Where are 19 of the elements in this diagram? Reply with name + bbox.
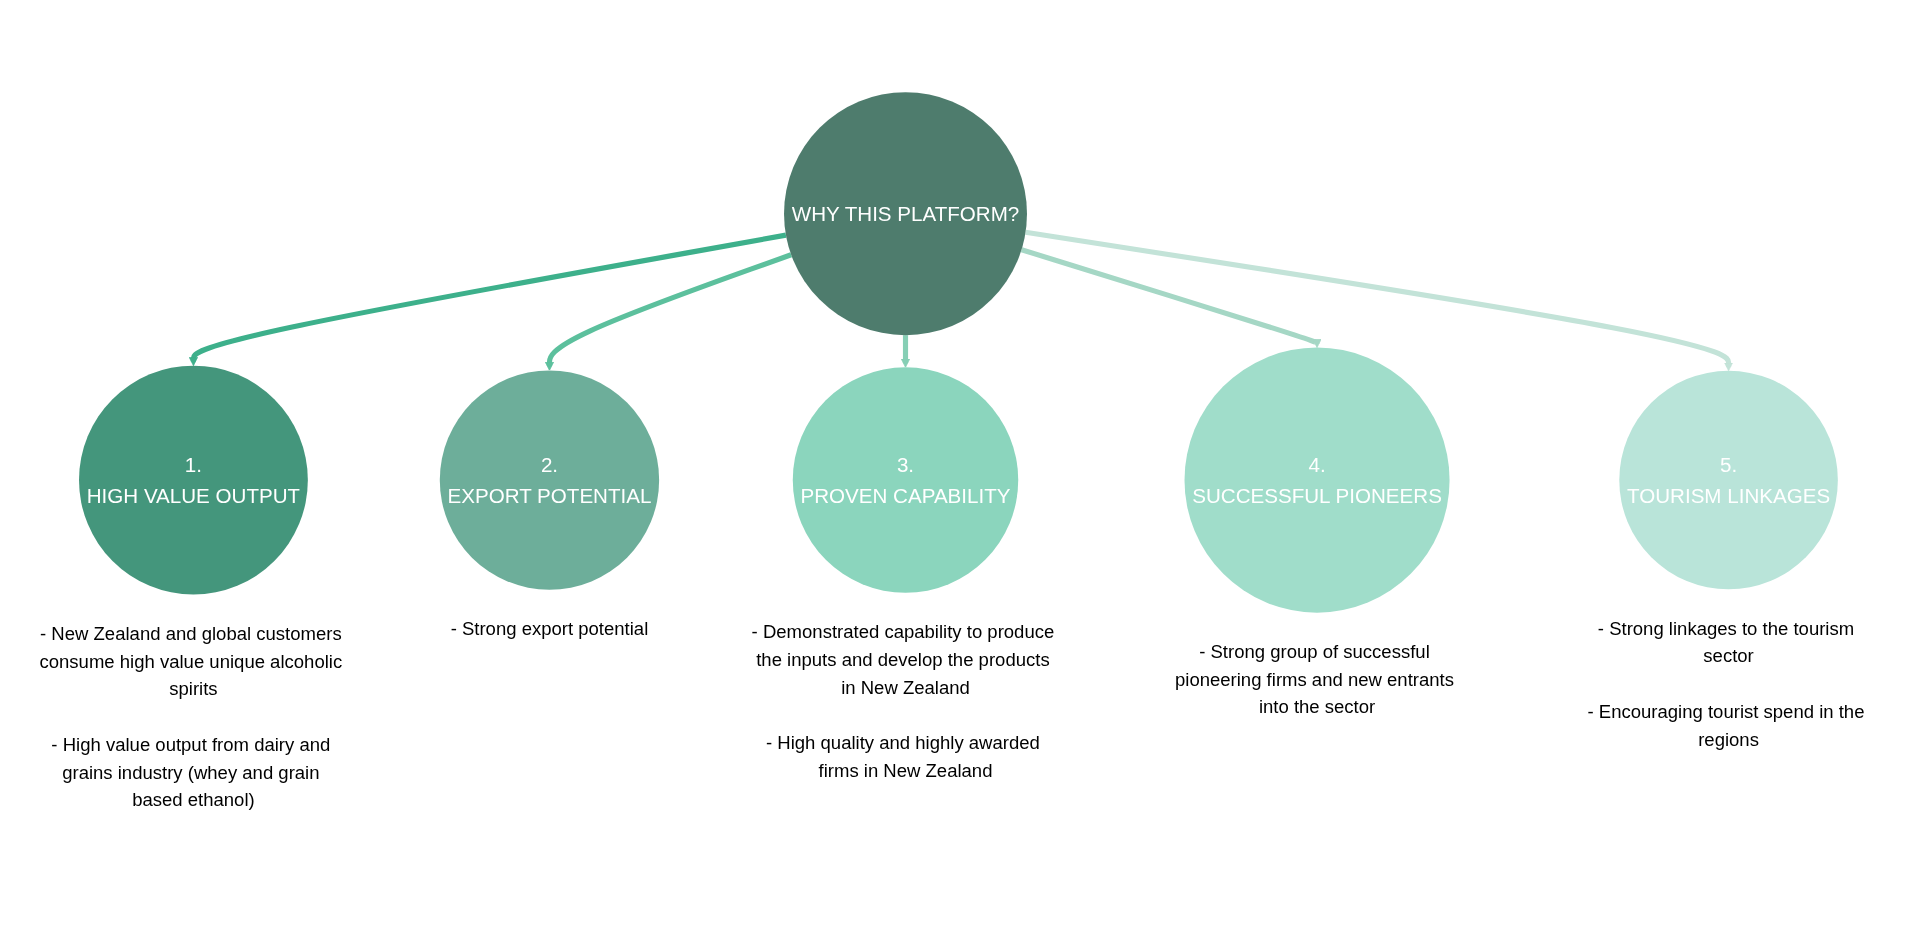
node-circle: 4. SUCCESSFUL PIONEERS <box>1184 347 1450 613</box>
node-label: - Strong group of successful pioneering firms and new entrants into the sector <box>1174 641 1454 718</box>
node-label: - New Zealand and global customers consume high value unique alcoholic spirits <box>39 623 343 700</box>
node-circle: 3. PROVEN CAPABILITY <box>792 367 1019 594</box>
arrow <box>544 252 792 372</box>
node-circle: 5. TOURISM LINKAGES <box>1619 371 1838 590</box>
node-label: - High value output from dairy and grains industry (whey and grain based ethanol) <box>51 734 331 811</box>
node-label: - Strong export potential <box>450 618 649 640</box>
node-circle: WHY THIS PLATFORM? <box>784 92 1027 336</box>
arrow <box>901 333 911 368</box>
arrow <box>1025 230 1734 372</box>
node-circle: 1. HIGH VALUE OUTPUT <box>79 365 308 595</box>
node-label: - High quality and highly awarded firms in New Zealand <box>766 732 1040 782</box>
arrow <box>188 232 787 367</box>
arrow <box>1020 247 1322 349</box>
node-label: - Demonstrated capability to produce the inputs and develop the products in New Zealand <box>751 621 1055 698</box>
node-circle: 2. EXPORT POTENTIAL <box>439 370 660 590</box>
node-label: - Encouraging tourist spend in the regions <box>1587 701 1865 751</box>
node-label: - Strong linkages to the tourism sector <box>1597 618 1855 667</box>
